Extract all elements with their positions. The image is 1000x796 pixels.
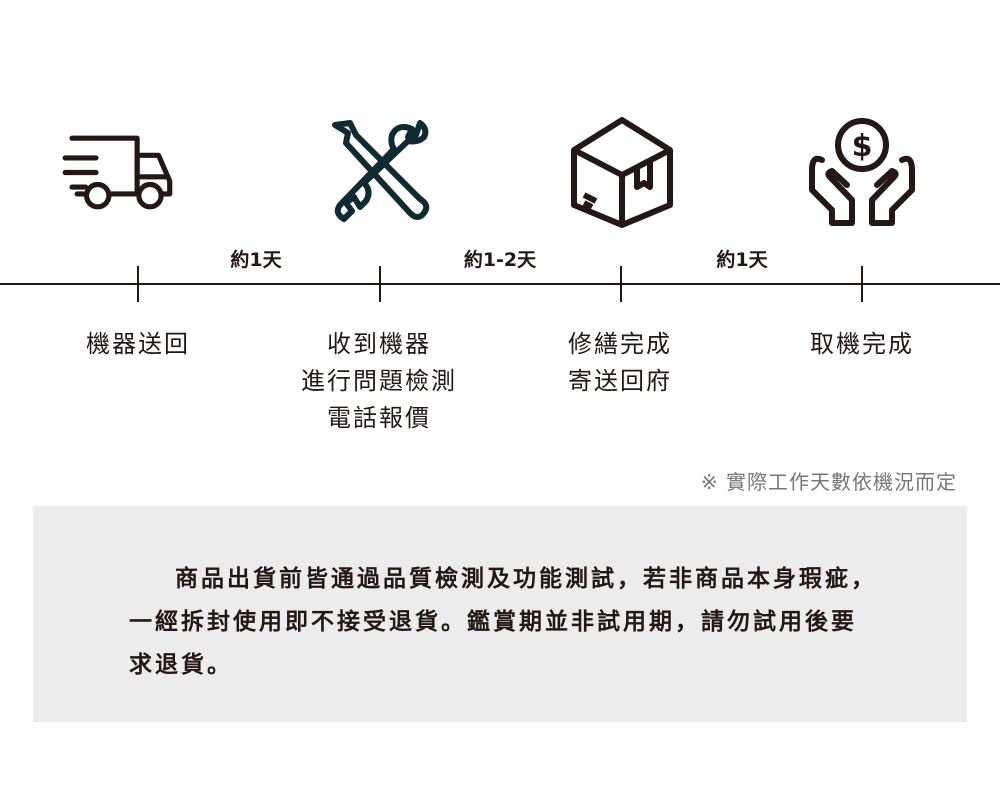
duration-label-2: 約1-2天 bbox=[463, 249, 537, 271]
step-send-back: 機器送回 bbox=[28, 326, 248, 363]
tools-icon bbox=[320, 115, 440, 230]
duration-label-3: 約1天 bbox=[716, 249, 768, 271]
step-repair-complete: 修繕完成 寄送回府 bbox=[510, 326, 730, 400]
timeline-tick bbox=[137, 266, 139, 302]
policy-text: 商品出貨前皆通過品質檢測及功能測試，若非商品本身瑕疵，一經拆封使用即不接受退貨。… bbox=[129, 566, 877, 678]
timeline-tick bbox=[861, 266, 863, 302]
timeline-tick bbox=[379, 266, 381, 302]
money-hands-icon: $ bbox=[802, 115, 922, 230]
package-box-icon bbox=[562, 115, 682, 230]
step-text: 取機完成 bbox=[810, 330, 914, 358]
timeline-line bbox=[0, 283, 1000, 285]
step-text: 寄送回府 bbox=[568, 367, 672, 395]
step-pickup: 取機完成 bbox=[752, 326, 972, 363]
timeline-tick bbox=[620, 266, 622, 302]
step-text: 電話報價 bbox=[327, 404, 431, 432]
policy-panel: 商品出貨前皆通過品質檢測及功能測試，若非商品本身瑕疵，一經拆封使用即不接受退貨。… bbox=[33, 506, 967, 722]
footnote: ※ 實際工作天數依機況而定 bbox=[700, 470, 957, 494]
svg-text:$: $ bbox=[852, 129, 873, 164]
step-text: 機器送回 bbox=[86, 330, 190, 358]
step-text: 修繕完成 bbox=[568, 330, 672, 358]
delivery-truck-icon bbox=[60, 115, 180, 230]
step-text: 進行問題檢測 bbox=[301, 367, 457, 395]
step-text: 收到機器 bbox=[327, 330, 431, 358]
duration-label-1: 約1天 bbox=[230, 249, 282, 271]
step-inspection: 收到機器 進行問題檢測 電話報價 bbox=[269, 326, 489, 437]
